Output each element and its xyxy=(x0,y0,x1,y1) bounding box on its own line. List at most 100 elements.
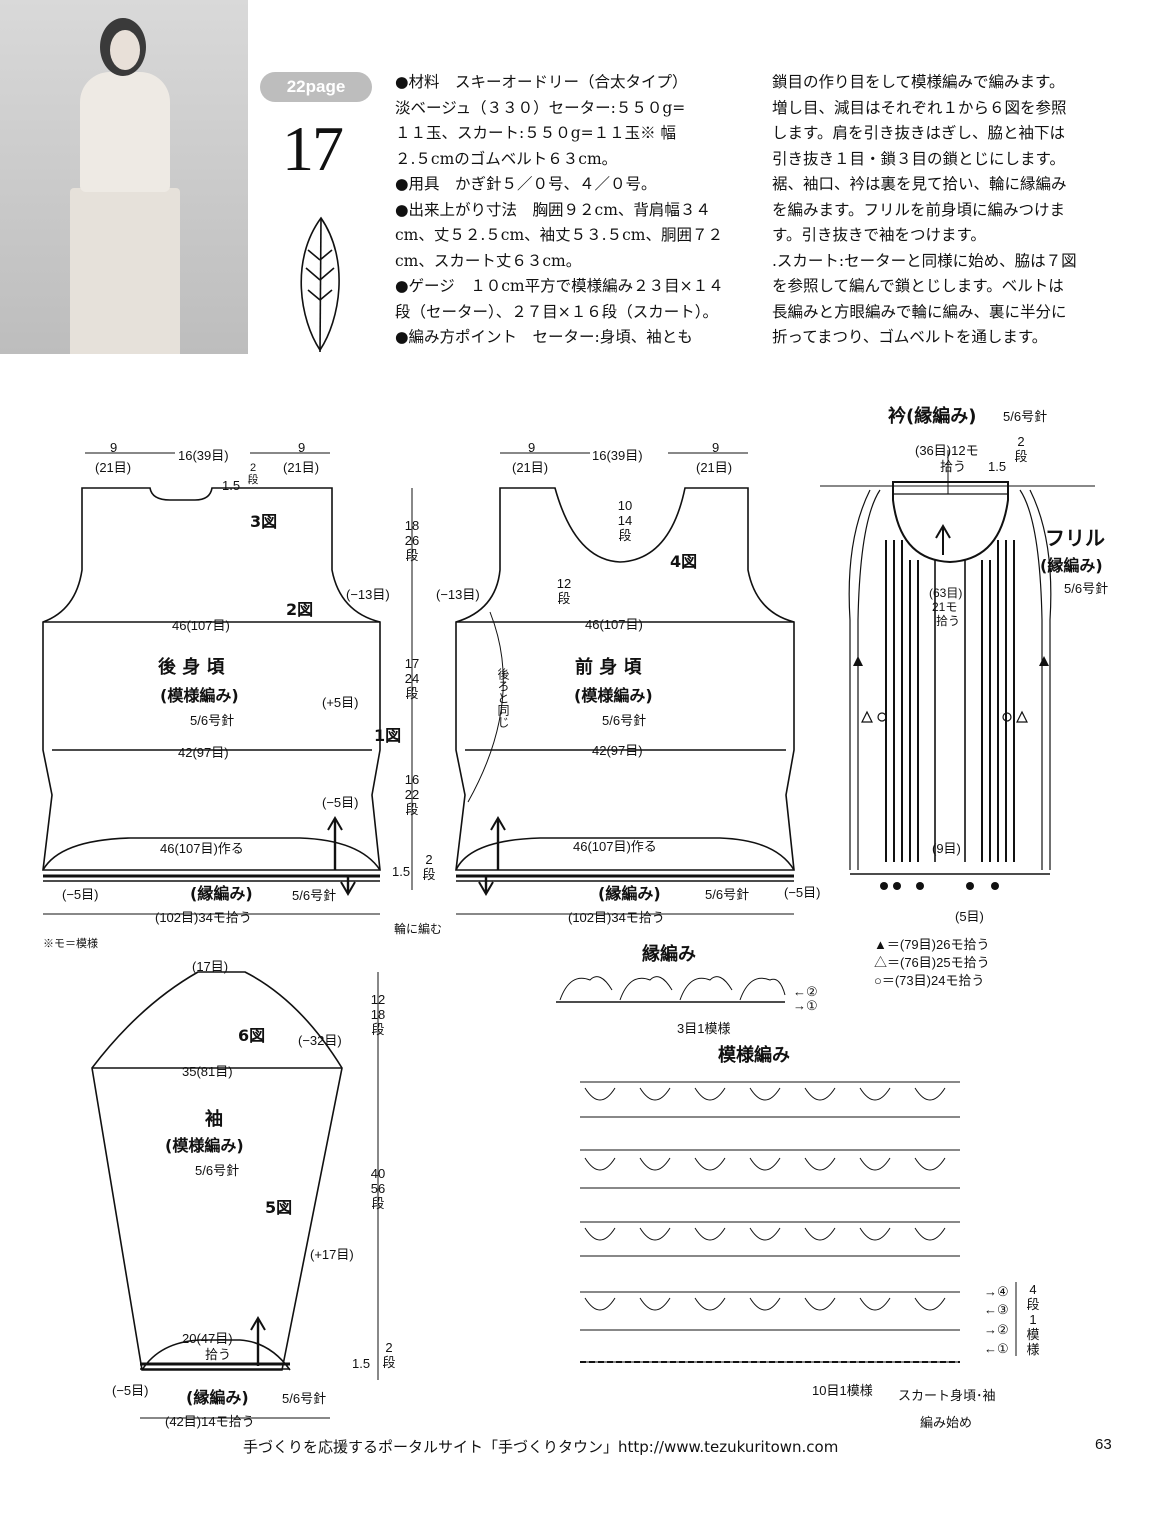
center-dim-15: 1.5 xyxy=(392,864,411,879)
edge-chart-row1: →① xyxy=(793,998,818,1013)
photo-face xyxy=(110,30,140,70)
back-title: 後 身 頃 xyxy=(158,657,225,678)
edge-chart-row2: ←② xyxy=(793,984,818,999)
front-body-outline xyxy=(455,487,795,871)
sleeve-width-20-pick: 拾う xyxy=(205,1347,232,1362)
sleeve-cuff-rows: 2 段 xyxy=(382,1340,396,1370)
sleeve-fig6: 6図 xyxy=(238,1026,266,1045)
back-dim-left-st: (21目) xyxy=(95,460,132,475)
front-width-42: 42(97目) xyxy=(592,743,643,758)
center-dim-17: 17 24 段 xyxy=(404,656,420,701)
footer-text: 手づくりを応援するポータルサイト「手づくりタウン」http://www.tezu… xyxy=(243,1438,839,1456)
back-neck-rows: 2 段 xyxy=(247,462,259,486)
front-neck-depth: 10 14 段 xyxy=(617,498,633,543)
center-round: 輪に編む xyxy=(394,922,443,936)
back-dim-left: 9 xyxy=(110,440,118,455)
front-dim-right-st: (21目) xyxy=(696,460,733,475)
sleeve-dec32: (−32目) xyxy=(298,1033,342,1048)
frill-needle: 5/6号針 xyxy=(1064,581,1109,596)
sleeve-needle: 5/6号針 xyxy=(195,1163,240,1178)
instructions-left: ●材料 スキーオードリー（合太タイプ） 淡ベージュ（３３０）セーター:５５０g=… xyxy=(395,73,724,346)
front-same-as-back: 後ろと同じ xyxy=(496,668,510,728)
photo-sweater xyxy=(80,72,170,192)
front-dim-left-st: (21目) xyxy=(512,460,549,475)
sleeve-cap-rows: 12 18 段 xyxy=(370,992,386,1037)
back-body-outline xyxy=(42,487,381,871)
collar-rows: 2 段 xyxy=(1014,434,1028,464)
edge-chart-repeat: 3目1模様 xyxy=(677,1021,731,1036)
front-pickup: (102目)34モ拾う xyxy=(568,910,665,925)
collar-mid-63: (63目) xyxy=(929,586,963,600)
front-title: 前 身 頃 xyxy=(575,657,642,678)
collar-needle: 5/6号針 xyxy=(1003,409,1048,424)
front-subtitle: (模様編み) xyxy=(574,686,653,705)
legend-note: ※モ＝模様 xyxy=(43,938,98,950)
edge-chart-title: 縁編み xyxy=(642,944,696,965)
pattern-row3: ←③ xyxy=(984,1302,1009,1317)
pattern-rows-repeat: 4 段 1 模 様 xyxy=(1026,1282,1040,1357)
back-dim-mid: 16(39目) xyxy=(178,448,229,463)
front-needle: 5/6号針 xyxy=(602,713,647,728)
pattern-start: 編み始め xyxy=(920,1415,973,1430)
sleeve-fig5: 5図 xyxy=(265,1198,293,1217)
front-dim-right: 9 xyxy=(712,440,720,455)
sleeve-cuff-height: 1.5 xyxy=(352,1356,371,1371)
frill-title: フリル xyxy=(1045,526,1105,550)
page-number: 63 xyxy=(1095,1436,1112,1453)
front-dec5: (−5目) xyxy=(784,885,821,900)
pattern-row2: →② xyxy=(984,1322,1009,1337)
front-cast-on: 46(107目)作る xyxy=(573,839,657,854)
collar-legend-open-triangle: △＝(76目)25モ拾う xyxy=(874,955,990,970)
sleeve-length-rows: 40 56 段 xyxy=(370,1166,386,1211)
back-edge: (縁編み) xyxy=(190,884,253,903)
sleeve-subtitle: (模様編み) xyxy=(165,1136,244,1155)
sleeve-top: (17目) xyxy=(192,959,229,974)
pattern-start-skirt: スカート xyxy=(898,1388,951,1403)
back-width-42: 42(97目) xyxy=(178,745,229,760)
photo-skirt xyxy=(70,188,180,354)
back-cast-on: 46(107目)作る xyxy=(160,841,244,856)
model-photo xyxy=(0,0,248,354)
pattern-stitch-repeat: 10目1模様 xyxy=(812,1383,873,1398)
front-fig4: 4図 xyxy=(670,552,698,571)
sleeve-edge: (縁編み) xyxy=(186,1388,249,1407)
pattern-row4: →④ xyxy=(984,1284,1009,1299)
sleeve-outline xyxy=(91,971,343,1371)
front-edge: (縁編み) xyxy=(598,884,661,903)
sleeve-dec5: (−5目) xyxy=(112,1383,149,1398)
front-dim-mid: 16(39目) xyxy=(592,448,643,463)
collar-mid-21: 21モ xyxy=(932,600,958,614)
collar-bottom-5: (5目) xyxy=(955,909,984,924)
back-pickup: (102目)34モ拾う xyxy=(155,910,252,925)
page-badge: 22page xyxy=(260,72,372,102)
sleeve-title: 袖 xyxy=(205,1109,223,1130)
back-fig3: 3図 xyxy=(250,512,278,531)
sleeve-width-20: 20(47目) xyxy=(182,1331,233,1346)
pattern-number: 17 xyxy=(282,113,344,184)
collar-mid-pick: 拾う xyxy=(936,614,961,628)
collar-legend-filled-triangle: ▲＝(79目)26モ拾う xyxy=(874,937,990,952)
back-dec5-edge: (−5目) xyxy=(62,887,99,902)
collar-height: 1.5 xyxy=(988,459,1007,474)
front-dim-left: 9 xyxy=(528,440,536,455)
sleeve-edge-needle: 5/6号針 xyxy=(282,1391,327,1406)
back-inc5: (+5目) xyxy=(322,695,359,710)
back-fig1: 1図 xyxy=(374,726,402,745)
collar-legend-circle: ○＝(73目)24モ拾う xyxy=(874,973,985,988)
back-width-46: 46(107目) xyxy=(172,618,230,633)
collar-top-pick2: 拾う xyxy=(940,459,967,474)
back-dim-right-st: (21目) xyxy=(283,460,320,475)
pattern-chart-title: 模様編み xyxy=(718,1045,790,1066)
center-dim-16: 16 22 段 xyxy=(404,772,420,817)
front-edge-needle: 5/6号針 xyxy=(705,887,750,902)
collar-title: 衿(縁編み) xyxy=(888,406,977,427)
back-subtitle: (模様編み) xyxy=(160,686,239,705)
back-dec5-side: (−5目) xyxy=(322,795,359,810)
sleeve-pickup: (42目)14モ拾う xyxy=(165,1414,255,1429)
front-dim-12: 12 段 xyxy=(556,576,572,606)
back-edge-needle: 5/6号針 xyxy=(292,888,337,903)
leaf-icon xyxy=(300,216,340,353)
pattern-row1: ←① xyxy=(984,1341,1009,1356)
instructions-right: 鎖目の作り目をして模様編みで編みます。 増し目、減目はそれぞれ１から６図を参照 … xyxy=(772,73,1077,346)
